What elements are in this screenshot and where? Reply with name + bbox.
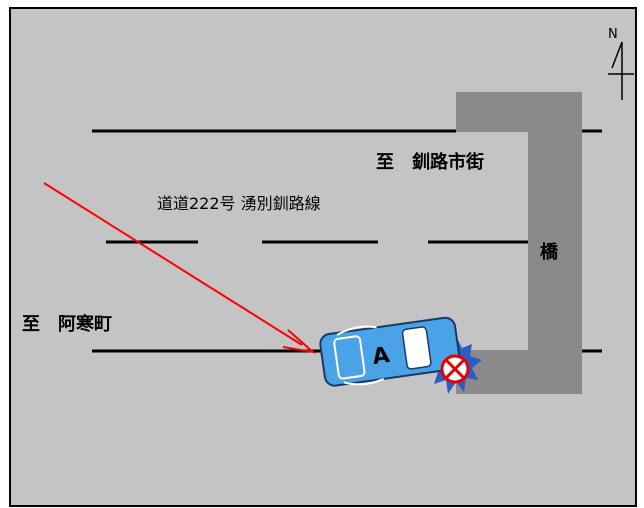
road-lines bbox=[92, 129, 602, 353]
north-label: N bbox=[608, 27, 618, 42]
vehicle-a: A bbox=[319, 316, 461, 387]
trajectory-arrow bbox=[43, 182, 317, 354]
vehicle-label: A bbox=[371, 343, 391, 370]
label-to-akan: 至 阿寒町 bbox=[22, 313, 112, 335]
bridge bbox=[456, 92, 582, 394]
front-windshield bbox=[401, 326, 432, 370]
label-route-name: 道道222号 湧別釧路線 bbox=[157, 194, 321, 213]
collision-mark-icon bbox=[440, 354, 470, 384]
rear-window bbox=[333, 335, 366, 380]
label-to-kushiro: 至 釧路市街 bbox=[376, 151, 484, 173]
label-bridge: 橋 bbox=[540, 241, 559, 263]
north-arrow-icon bbox=[608, 41, 634, 100]
